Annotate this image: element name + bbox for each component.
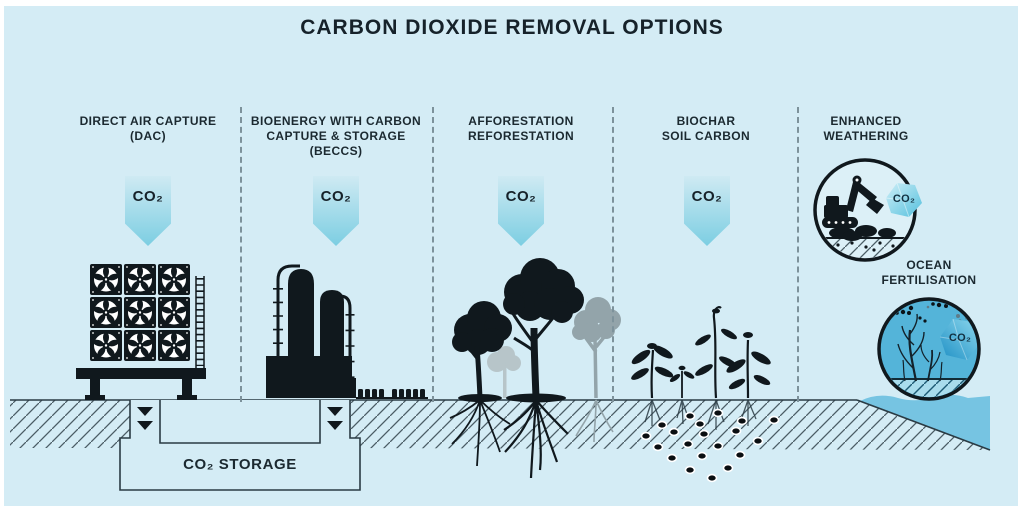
side-header-enhanced-weathering: ENHANCED WEATHERING [823,114,908,144]
co2-storage-label: CO₂ STORAGE [183,456,297,473]
foreground-tree-left [449,301,512,467]
header-line: ENHANCED [830,114,902,128]
co2-label-ocean: CO₂ [948,332,972,344]
biochar-pellets [640,408,780,483]
ocean-fertilisation-icon [877,297,981,401]
header-line: CAPTURE & STORAGE [266,129,406,143]
forest-illustration [449,258,621,479]
column-divider [432,107,434,402]
background-tree-gray [572,297,621,443]
column-divider [612,107,614,402]
beccs-pipeline [356,389,428,399]
header-line: (BECCS) [309,144,363,158]
header-line: WEATHERING [823,129,909,143]
side-header-ocean-fertilisation: OCEAN FERTILISATION [882,258,977,288]
column-header-biochar: BIOCHAR SOIL CARBON [662,114,750,144]
enhanced-weathering-icon [813,158,922,262]
dac-illustration [76,264,206,400]
column-divider [240,107,242,402]
header-line: FERTILISATION [881,273,977,287]
background-tree-light [487,346,521,398]
ocean-water [860,394,990,450]
co2-crystal-ocean [939,318,977,361]
header-line: OCEAN [906,258,952,272]
header-line: REFORESTATION [467,129,575,143]
co2-label: CO₂ [691,188,723,205]
co2-label-weathering: CO₂ [892,193,916,205]
co2-label: CO₂ [320,188,352,205]
page-title: CARBON DIOXIDE REMOVAL OPTIONS [300,16,724,39]
header-line: (DAC) [129,129,166,143]
biochar-illustration [631,306,780,483]
header-line: DIRECT AIR CAPTURE [79,114,217,128]
co2-label: CO₂ [132,188,164,205]
column-divider [797,107,799,402]
column-header-beccs: BIOENERGY WITH CARBON CAPTURE & STORAGE … [251,114,421,159]
injection-arrows [137,407,343,430]
column-header-dac: DIRECT AIR CAPTURE (DAC) [80,114,217,144]
beccs-illustration [266,264,428,399]
dac-ladder [195,276,205,368]
header-line: AFFORESTATION [468,114,574,128]
co2-storage-box [119,400,361,491]
seaweed-icon [897,313,943,382]
foreground-tree-main [503,258,584,479]
excavator-icon [822,175,884,228]
header-line: BIOCHAR [676,114,736,128]
header-line: SOIL CARBON [661,129,751,143]
co2-crystal-weathering [885,182,922,218]
co2-label: CO₂ [505,188,537,205]
header-line: BIOENERGY WITH CARBON [250,114,422,128]
column-header-afforestation: AFFORESTATION REFORESTATION [468,114,574,144]
